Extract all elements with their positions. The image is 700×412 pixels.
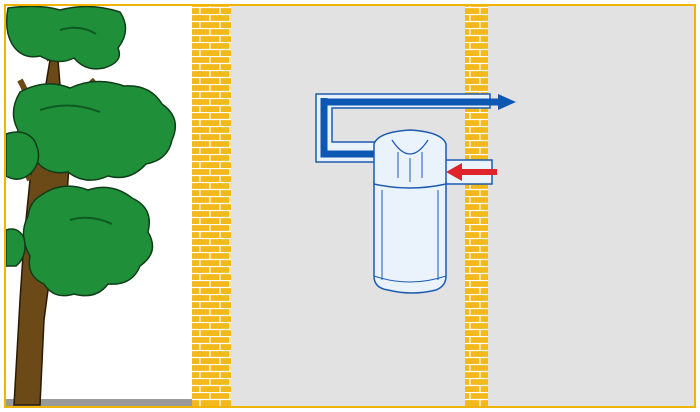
ground-strip — [5, 399, 192, 408]
tree-icon — [5, 5, 177, 406]
outer-brick-wall — [192, 5, 231, 407]
adjacent-room — [488, 5, 695, 407]
heat-pump-water-heater-icon — [373, 129, 447, 294]
inner-brick-wall — [465, 5, 488, 407]
arrow-left-icon — [446, 163, 497, 181]
arrow-right-icon — [498, 94, 516, 110]
exhaust-duct — [315, 93, 498, 163]
diagram-frame — [4, 4, 696, 408]
